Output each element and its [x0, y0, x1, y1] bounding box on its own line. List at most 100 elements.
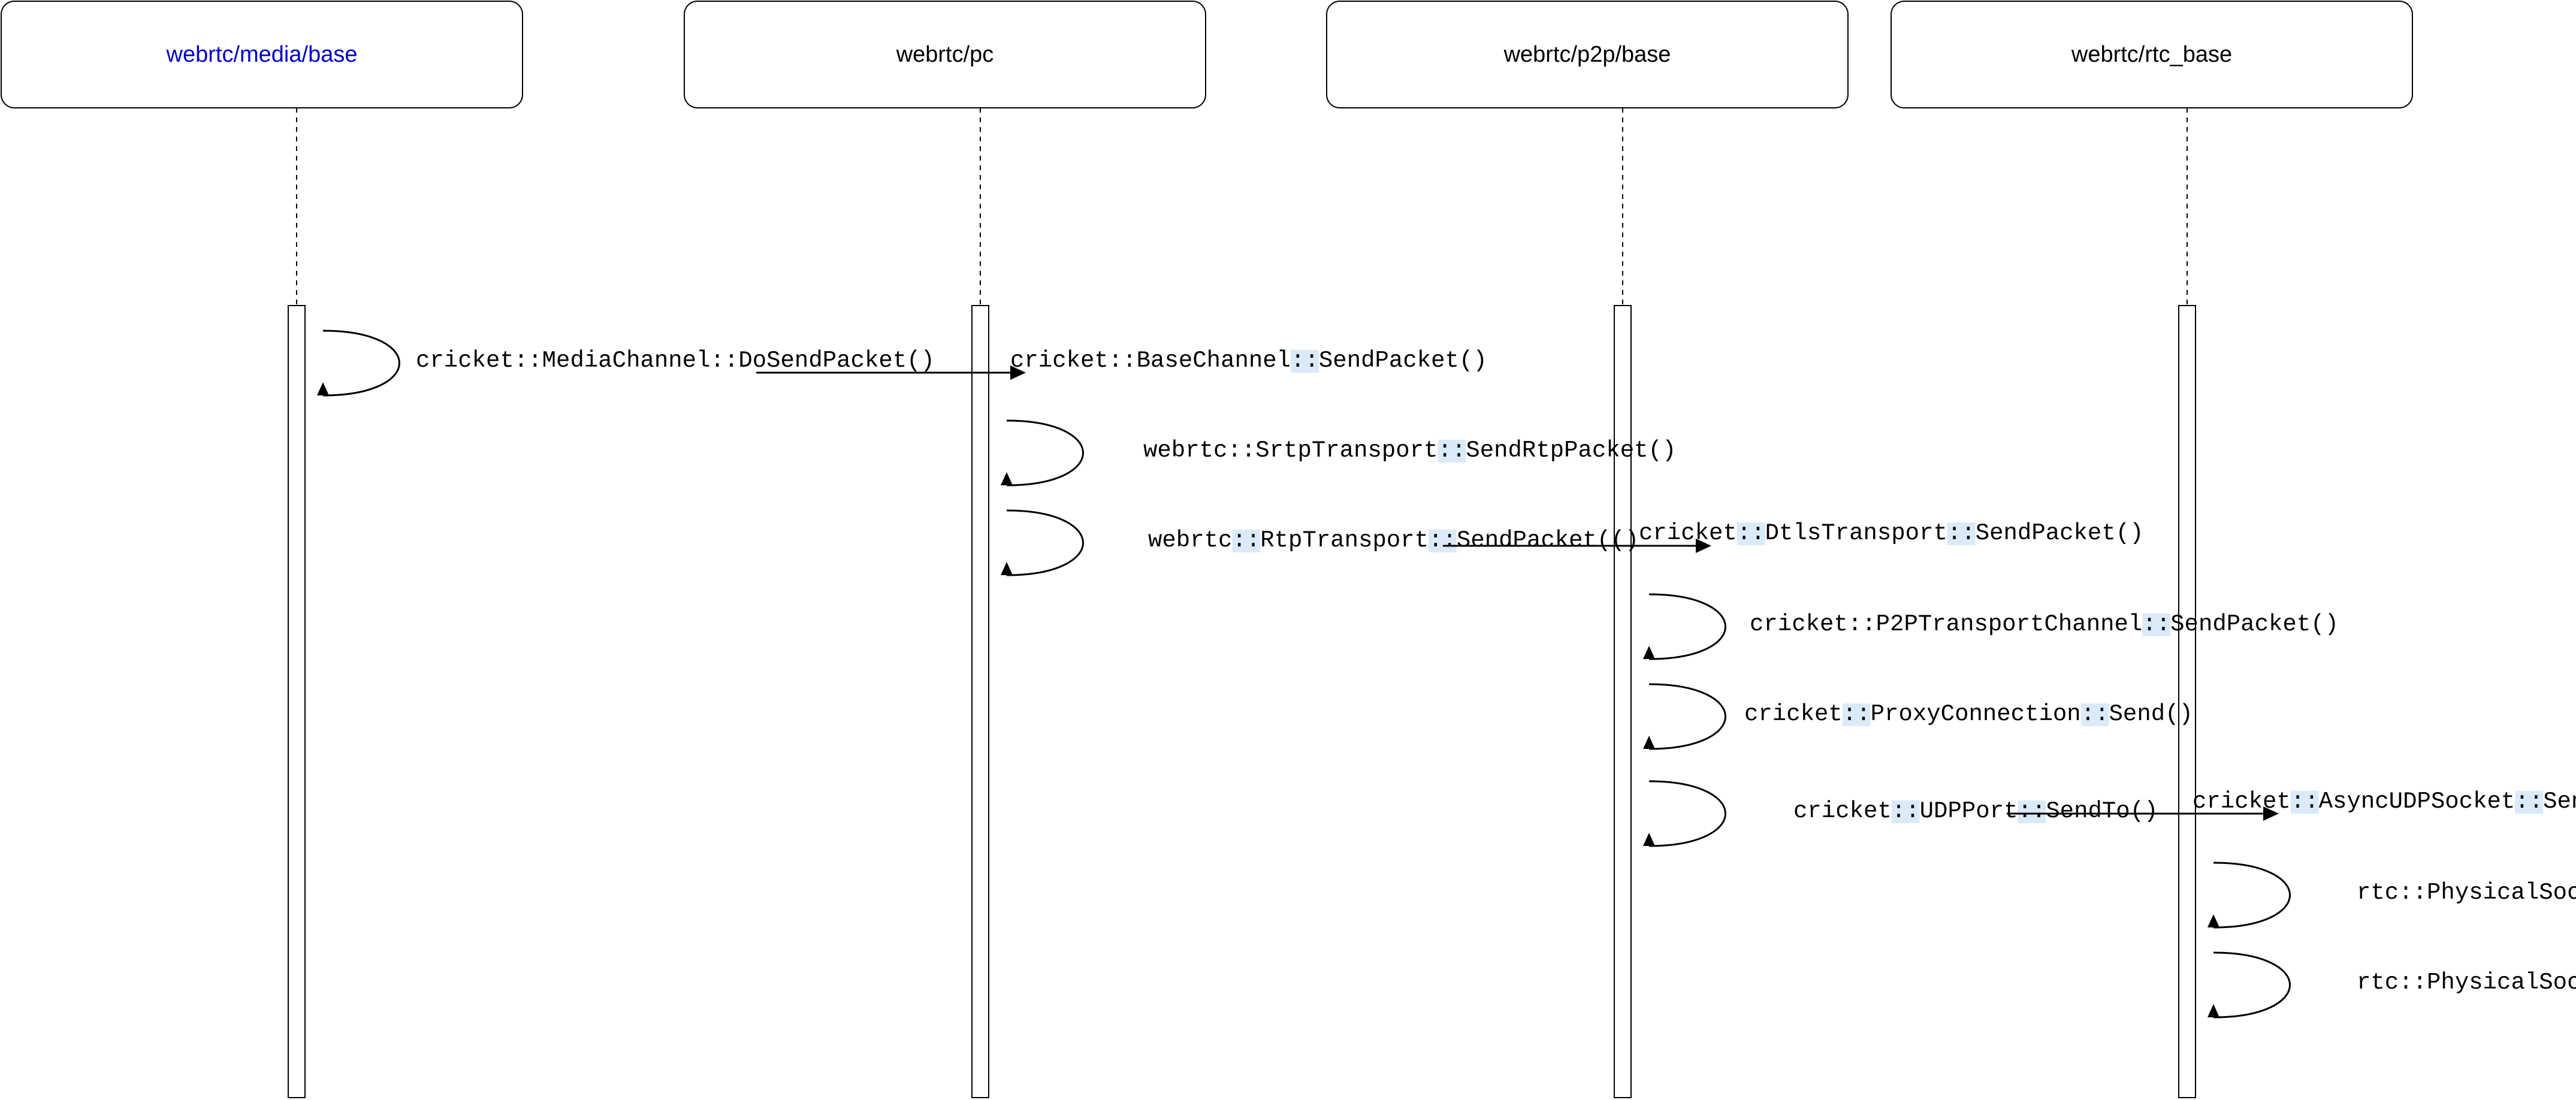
message-self-call[interactable]: rtc::PhysicalSocket::DoSendTo(): [2207, 951, 2576, 1019]
self-call-loop: [2213, 862, 2291, 929]
message-label-part: Send(): [2109, 701, 2193, 727]
message-label-part: SendTo(): [2046, 798, 2158, 824]
message-label-part: P2PTransportChannel: [1876, 611, 2143, 637]
message-label-part: rtc: [2357, 880, 2399, 906]
lane-header-rtc-base[interactable]: webrtc/rtc_base: [1891, 1, 2413, 108]
separator-highlight: [2290, 791, 2319, 814]
message-label-part: rtc: [2357, 969, 2399, 996]
lane-title: webrtc/pc: [896, 42, 994, 67]
message-label: cricket::AsyncUDPSocket::SendTo(): [2193, 788, 2576, 815]
self-call-loop: [1648, 683, 1726, 750]
separator-highlight: [2018, 800, 2046, 823]
message-label-part: ProxyConnection: [1871, 701, 2081, 727]
message-label-part: webrtc: [1148, 527, 1232, 554]
self-call-loop: [1648, 593, 1726, 660]
message-label-part: ::: [2291, 788, 2319, 815]
arrowhead-icon: [1001, 472, 1013, 485]
activation-bar-rtc-base: [2178, 305, 2196, 1098]
activation-bar-p2p-base: [1614, 305, 1632, 1098]
arrowhead-icon: [2207, 1004, 2219, 1017]
activation-bar-media-base: [288, 305, 306, 1098]
message-label-part: cricket: [1793, 798, 1892, 824]
message-label-part: DtlsTransport: [1765, 520, 1947, 546]
message-label-part: ::: [711, 347, 739, 374]
message-label-part: UDPPort: [1920, 798, 2018, 824]
message-label-part: ::: [1438, 437, 1466, 464]
message-label-part: ::: [2399, 880, 2427, 906]
message-call[interactable]: cricket::AsyncUDPSocket::SendTo(): [2007, 788, 2576, 821]
lane-title: webrtc/media/base: [166, 42, 358, 67]
message-self-call[interactable]: cricket::ProxyConnection::Send(): [1643, 683, 2193, 750]
separator-highlight: [1891, 800, 1920, 823]
separator-highlight: [2515, 791, 2544, 814]
lane-title: webrtc/rtc_base: [2071, 42, 2232, 67]
message-label-part: SrtpTransport: [1255, 437, 1438, 464]
separator-highlight: [1842, 703, 1871, 726]
message-label-part: ::: [1429, 527, 1457, 554]
message-label: cricket::UDPPort::SendTo(): [1793, 798, 2158, 824]
separator-highlight: [1737, 522, 1765, 545]
message-self-call[interactable]: cricket::P2PTransportChannel::SendPacket…: [1643, 593, 2339, 660]
lane-title: webrtc/p2p/base: [1503, 42, 1671, 67]
message-label-part: ::: [1227, 437, 1255, 464]
arrowhead-icon: [317, 382, 329, 395]
lane-header-p2p-base[interactable]: webrtc/p2p/base: [1326, 1, 1849, 108]
message-label-part: SendPacket(): [1319, 347, 1487, 374]
lane-header-pc[interactable]: webrtc/pc: [684, 1, 1206, 108]
message-label-part: ::: [2081, 701, 2109, 727]
arrowhead-icon: [2263, 806, 2279, 821]
message-label-part: ::: [1892, 798, 1920, 824]
separator-highlight: [1429, 530, 1457, 552]
message-self-call[interactable]: rtc::PhysicalSocket::SendTo(): [2207, 862, 2576, 929]
message-label: webrtc::RtpTransport::SendPacket((): [1148, 527, 1639, 554]
arrowhead-icon: [2207, 914, 2219, 927]
message-label-part: ::: [1848, 611, 1876, 637]
separator-highlight: [1291, 350, 1319, 373]
separator-highlight: [1232, 530, 1261, 552]
arrowhead-icon: [1643, 646, 1655, 659]
arrowhead-icon: [1010, 365, 1026, 380]
message-label: rtc::PhysicalSocket::DoSendTo(): [2357, 969, 2576, 996]
self-call-loop: [1006, 509, 1084, 576]
separator-highlight: [2142, 614, 2171, 636]
message-label-part: ::: [1232, 527, 1260, 554]
message-label-part: ::: [1737, 520, 1765, 546]
arrowhead-icon: [1643, 833, 1655, 846]
message-label-part: webrtc: [1143, 437, 1227, 464]
message-label-part: ::: [514, 347, 542, 374]
message-label-part: cricket: [1750, 611, 1848, 637]
message-label-part: PhysicalSocket: [2427, 880, 2576, 906]
self-call-loop: [1648, 780, 1726, 847]
arrowhead-icon: [1001, 562, 1013, 575]
message-self-call[interactable]: cricket::MediaChannel::DoSendPacket(): [317, 330, 935, 397]
lane-header-media-base[interactable]: webrtc/media/base: [1, 1, 523, 108]
arrowhead-icon: [1696, 539, 1711, 553]
message-label-part: ::: [1109, 347, 1137, 374]
arrowhead-icon: [1643, 736, 1655, 749]
message-call[interactable]: cricket::BaseChannel::SendPacket(): [756, 347, 1487, 380]
message-label-part: cricket: [1010, 347, 1109, 374]
self-call-loop: [322, 330, 400, 397]
message-label-part: cricket: [2193, 788, 2291, 815]
message-self-call[interactable]: webrtc::RtpTransport::SendPacket((): [1001, 509, 1639, 576]
separator-highlight: [1438, 440, 1466, 463]
message-call[interactable]: cricket::DtlsTransport::SendPacket(): [1443, 520, 2144, 553]
message-label-part: BaseChannel: [1137, 347, 1291, 374]
lifelines: [296, 108, 2188, 306]
message-label: rtc::PhysicalSocket::SendTo(): [2357, 880, 2576, 906]
separator-highlight: [2080, 703, 2109, 726]
message-label-part: ::: [1947, 520, 1976, 546]
message-label-part: ::: [2399, 969, 2427, 996]
activation-bars: [288, 305, 2196, 1098]
message-label-part: cricket: [1744, 701, 1843, 727]
message-label-part: RtpTransport: [1260, 527, 1429, 554]
message-label-part: SendPacket((): [1457, 527, 1639, 554]
message-label-part: PhysicalSocket: [2427, 969, 2576, 996]
message-label-part: cricket: [416, 347, 514, 374]
message-self-call[interactable]: webrtc::SrtpTransport::SendRtpPacket(): [1001, 419, 1676, 486]
self-call-loop: [2213, 951, 2291, 1019]
message-self-call[interactable]: cricket::UDPPort::SendTo(): [1643, 780, 2158, 847]
message-label-part: SendPacket(): [1976, 520, 2144, 546]
message-label: webrtc::SrtpTransport::SendRtpPacket(): [1143, 437, 1676, 464]
